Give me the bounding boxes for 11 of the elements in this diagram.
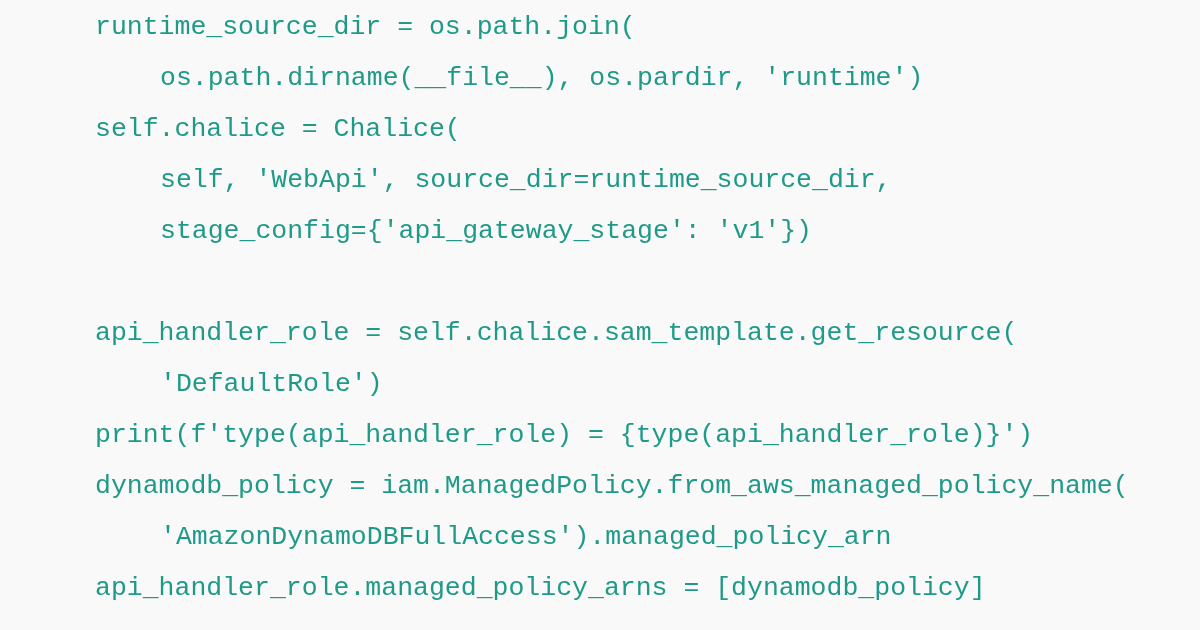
- code-line: 'AmazonDynamoDBFullAccess').managed_policy_arn: [160, 521, 892, 554]
- code-line: api_handler_role.managed_policy_arns = [dynamodb_policy]: [95, 572, 986, 605]
- code-line: print(f'type(api_handler_role) = {type(api_handler_role)}'): [95, 419, 1034, 452]
- code-line: self, 'WebApi', source_dir=runtime_source_dir,: [160, 164, 892, 197]
- code-line: runtime_source_dir = os.path.join(: [95, 11, 636, 44]
- code-line: self.chalice = Chalice(: [95, 113, 461, 146]
- code-line: 'DefaultRole'): [160, 368, 383, 401]
- code-line: os.path.dirname(__file__), os.pardir, 'runtime'): [160, 62, 924, 95]
- code-line: api_handler_role = self.chalice.sam_template.get_resource(: [95, 317, 1018, 350]
- code-line: stage_config={'api_gateway_stage': 'v1'}): [160, 215, 812, 248]
- code-line: dynamodb_policy = iam.ManagedPolicy.from_aws_managed_policy_name(: [95, 470, 1129, 503]
